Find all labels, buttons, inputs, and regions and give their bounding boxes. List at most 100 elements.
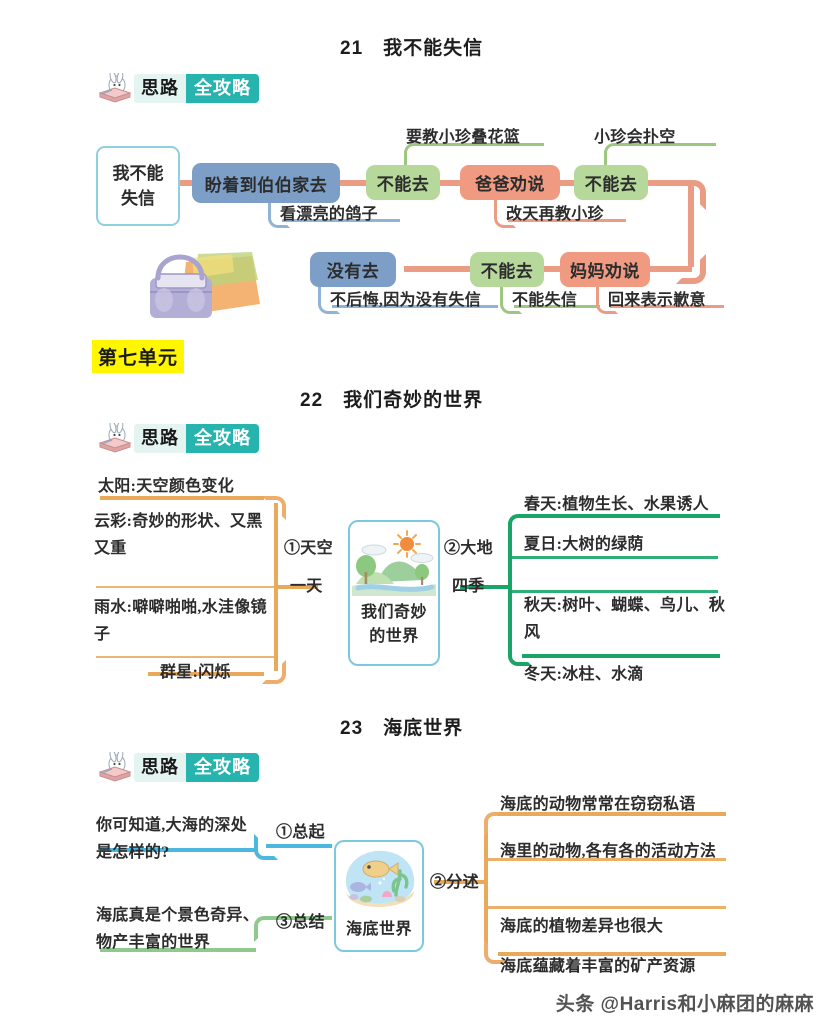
section-name: 我们奇妙的世界 (343, 390, 484, 411)
node-21-n4[interactable]: 不能去 (574, 165, 648, 200)
section-number: 21 (340, 38, 364, 59)
branch-label-23-top-left: ①总起 (276, 824, 325, 841)
connector-n4-right (642, 180, 694, 186)
leaf-21-l2: 小珍会扑空 (594, 129, 676, 146)
landscape-sun-hills-illustration (352, 528, 436, 601)
underline-l6 (514, 305, 600, 308)
center-caption-22-line1: 我们奇妙 (360, 604, 427, 621)
connector-23-right-vertical (484, 820, 488, 948)
siluquangonglve-badge-1: 思路 全攻略 (98, 70, 259, 103)
node-21-n6[interactable]: 不能去 (470, 252, 544, 287)
leaf-23-left-1: 你可知道,大海的深处是怎样的? (96, 817, 248, 861)
undersea-fish-coral-illustration (338, 847, 420, 918)
connector-corner-top-right (676, 180, 706, 210)
underline-22-left-1 (100, 496, 264, 500)
picnic-basket-illustration (140, 240, 265, 337)
branch-label-23-right: ②分述 (430, 874, 479, 891)
underline-l1 (418, 143, 544, 146)
badge-left-label: 思路 (134, 752, 186, 782)
divider-23-right-a (486, 858, 726, 861)
leaf-22-right-3: 秋天:树叶、蝴蝶、鸟儿、秋风 (524, 597, 726, 641)
branch-label-22-right-line2: 四季 (452, 578, 485, 595)
underline-23-right-4 (498, 952, 726, 956)
connector-23-topleft-spine (266, 844, 332, 848)
watermark-text: 头条 @Harris和小麻团的麻麻 (555, 994, 814, 1015)
connector-22-left-corner-top (262, 496, 286, 520)
root-line-2: 失信 (121, 189, 155, 208)
center-card-23[interactable]: 海底世界 (334, 840, 424, 952)
connector-n1-l3 (268, 196, 290, 228)
leaf-22-right-2: 夏日:大树的绿荫 (524, 536, 644, 553)
leaf-23-right-2: 海里的动物,各有各的活动方法 (500, 843, 717, 860)
underline-22-left-4 (148, 672, 264, 676)
connector-right-vertical (688, 183, 694, 267)
root-node-21[interactable]: 我不能 失信 (96, 146, 180, 226)
connector-n5-n6 (404, 266, 474, 272)
divider-22-left-a (96, 586, 274, 588)
leaf-23-left-2: 海底真是个景色奇异、物产丰富的世界 (96, 907, 260, 951)
connector-n7-l7 (596, 282, 618, 314)
center-caption-23: 海底世界 (345, 921, 412, 938)
badge-right-label: 全攻略 (186, 752, 259, 782)
bunny-reading-book-icon (98, 749, 132, 782)
connector-22-right-spine (460, 585, 512, 589)
connector-23-right-corner-top (484, 812, 508, 836)
connector-corner-bottom-right (676, 254, 706, 284)
underline-23-topleft (100, 848, 256, 852)
leaf-22-right-1: 春天:植物生长、水果诱人 (524, 496, 709, 513)
badge-left-label: 思路 (134, 423, 186, 453)
unit-tag: 第七单元 (92, 340, 185, 373)
badge-right-label: 全攻略 (186, 73, 259, 103)
connector-n3-n4 (556, 180, 578, 186)
center-card-22[interactable]: 我们奇妙 的世界 (348, 520, 440, 666)
connector-22-right-corner-top (508, 514, 532, 538)
leaf-21-l3: 看漂亮的鸽子 (280, 206, 378, 223)
connector-n2-n3 (436, 180, 464, 186)
node-21-n5[interactable]: 没有去 (310, 252, 396, 287)
leaf-22-left-2: 云彩:奇妙的形状、又黑又重 (94, 513, 263, 557)
connector-23-topleft-corner (254, 834, 278, 860)
divider-22-left-b (96, 656, 274, 658)
connector-22-left-vertical (274, 503, 278, 671)
underline-l2 (618, 143, 716, 146)
leaf-22-left-4: 群星:闪烁 (160, 664, 231, 681)
divider-22-right-a (510, 556, 718, 559)
section-name: 海底世界 (383, 718, 464, 739)
divider-22-right-b (510, 590, 718, 593)
connector-n3-l4 (494, 196, 516, 228)
leaf-21-l7: 回来表示歉意 (608, 292, 706, 309)
underline-23-bottomleft (100, 948, 256, 952)
connector-23-right-spine (434, 880, 486, 884)
badge-left-label: 思路 (134, 73, 186, 103)
node-21-n7[interactable]: 妈妈劝说 (560, 252, 650, 287)
underline-l7 (610, 305, 724, 308)
node-21-n1[interactable]: 盼着到伯伯家去 (192, 163, 340, 203)
bunny-reading-book-icon (98, 70, 132, 103)
connector-n4-l2 (604, 143, 626, 171)
connector-23-bottomleft-corner (254, 916, 278, 942)
leaf-23-right-4: 海底蕴藏着丰富的矿产资源 (500, 958, 696, 975)
divider-23-right-b (486, 906, 726, 909)
node-21-n2[interactable]: 不能去 (366, 165, 440, 200)
connector-23-right-corner-bottom (484, 940, 508, 964)
branch-label-22-left-line2: 一天 (290, 578, 323, 595)
underline-22-right-4 (522, 654, 720, 658)
connector-n1-n2 (338, 180, 372, 186)
leaf-21-l5: 不后悔,因为没有失信 (330, 292, 482, 309)
bunny-reading-book-icon (98, 420, 132, 453)
underline-l5 (332, 305, 498, 308)
underline-22-right-1 (522, 514, 720, 518)
leaf-23-right-1: 海底的动物常常在窃窃私语 (500, 796, 696, 813)
underline-l4 (508, 219, 626, 222)
underline-l3 (282, 219, 400, 222)
node-21-n3[interactable]: 爸爸劝说 (460, 165, 560, 200)
underline-23-right-1 (498, 812, 726, 816)
center-caption-22-line2: 的世界 (369, 628, 419, 645)
badge-right-label: 全攻略 (186, 423, 259, 453)
section-title-21: 21 我不能失信 (340, 33, 483, 60)
leaf-23-right-3: 海底的植物差异也很大 (500, 918, 664, 935)
section-name: 我不能失信 (383, 38, 484, 59)
